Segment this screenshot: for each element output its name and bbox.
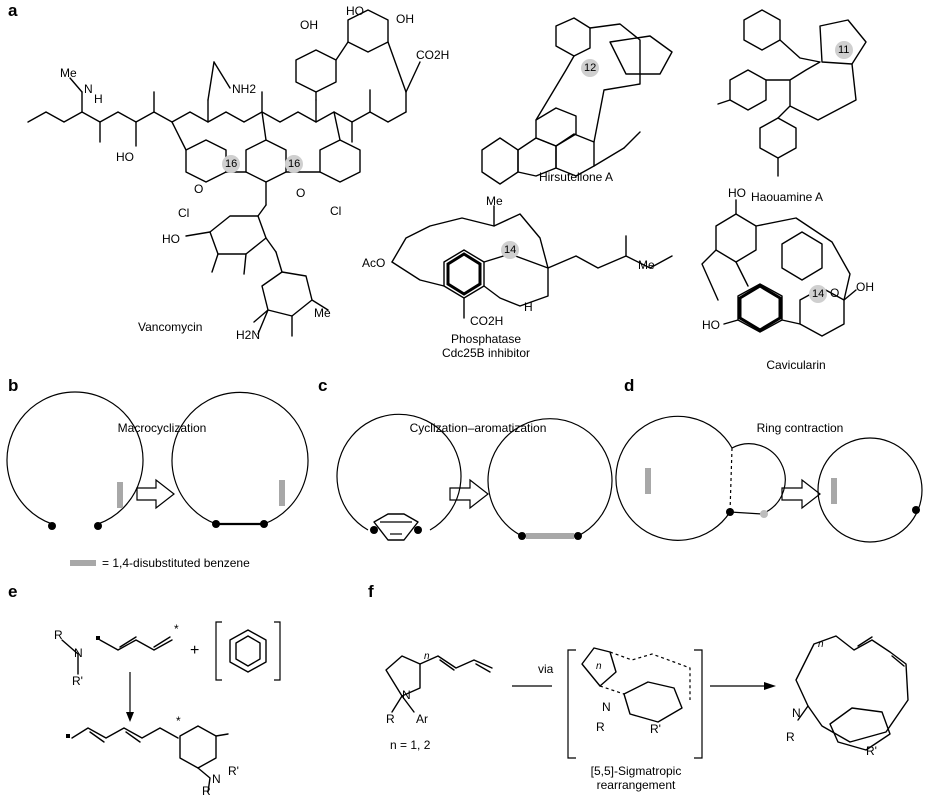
- atom-label: Cl: [178, 206, 190, 220]
- ring-size-label: 14: [812, 288, 825, 300]
- ring-size-label: 11: [838, 44, 850, 56]
- atom-label: R': [72, 674, 83, 688]
- ring-size-label: 16: [225, 158, 238, 170]
- rearrangement-caption-line2: rearrangement: [596, 778, 676, 792]
- ring-size-label: 16: [288, 158, 301, 170]
- atom-label: R: [202, 784, 211, 798]
- star-marker: *: [174, 622, 179, 636]
- atom-label: R: [596, 720, 605, 734]
- atom-label: OH: [856, 280, 874, 294]
- panel-d-title: Ring contraction: [756, 421, 844, 435]
- panel-b-schematic: [6, 391, 309, 566]
- ring-size-badge: [222, 155, 240, 173]
- atom-label: Cl: [330, 204, 342, 218]
- plus-sign: +: [190, 642, 200, 659]
- atom-label: H2N: [236, 328, 261, 342]
- cavicularin-structure: [701, 199, 857, 337]
- panel-b-title: Macrocyclization: [117, 421, 207, 435]
- hirsutellone-structure: [481, 17, 673, 185]
- atom-label: H: [94, 92, 103, 106]
- ring-size-badge: [285, 155, 303, 173]
- ring-size-label: 14: [504, 244, 517, 256]
- atom-label: NH2: [232, 82, 257, 96]
- right-arrow: [781, 478, 821, 510]
- panel-label-f: f: [368, 582, 374, 601]
- phosphatase-structure: [391, 205, 673, 319]
- compound-name-phosphatase-line2: Cdc25B inhibitor: [441, 346, 531, 360]
- atom-label: N: [84, 82, 93, 96]
- atom-label: R: [54, 628, 63, 642]
- atom-label: HO: [346, 4, 364, 18]
- atom-label: OH: [396, 12, 414, 26]
- panel-label-b: b: [8, 376, 19, 395]
- panel-c-schematic: [336, 413, 613, 541]
- atom-label: R: [386, 712, 395, 726]
- compound-name-phosphatase-line1: Phosphatase: [450, 332, 522, 346]
- atom-label: Me: [314, 306, 331, 320]
- ring-size-badge: [809, 285, 827, 303]
- ring-size-badge: [501, 241, 519, 259]
- atom-label: O: [830, 286, 840, 300]
- benzene-legend: = 1,4-disubstituted benzene: [102, 556, 250, 570]
- star-marker: *: [176, 714, 181, 728]
- atom-label: N: [602, 700, 611, 714]
- compound-name-haouamine: Haouamine A: [750, 190, 824, 204]
- ring-size-badge: [835, 41, 853, 59]
- atom-label: R': [228, 764, 239, 778]
- panel-c-title: Cyclization–aromatization: [409, 421, 547, 435]
- atom-label: n: [424, 651, 430, 662]
- atom-label: O: [194, 182, 204, 196]
- haouamine-structure: [717, 9, 867, 177]
- vancomycin-structure: [27, 9, 421, 337]
- ring-size-badge: [581, 59, 599, 77]
- atom-label: R: [786, 730, 795, 744]
- panel-label-e: e: [8, 582, 18, 601]
- right-arrow: [449, 478, 489, 510]
- compound-name-hirsutellone: Hirsutellone A: [538, 170, 614, 184]
- atom-label: N: [74, 646, 83, 660]
- atom-label: HO: [702, 318, 720, 332]
- atom-label: HO: [162, 232, 180, 246]
- atom-label: R': [650, 722, 661, 736]
- atom-label: HO: [728, 186, 746, 200]
- atom-label: CO2H: [416, 48, 450, 62]
- compound-name-cavicularin: Cavicularin: [766, 358, 826, 372]
- atom-label: n: [596, 661, 602, 672]
- right-arrow: [764, 682, 776, 690]
- atom-label: Ar: [416, 712, 428, 726]
- via-label: via: [538, 662, 554, 676]
- atom-label: R': [866, 744, 877, 758]
- atom-label: N: [402, 688, 411, 702]
- atom-label: Me: [638, 258, 655, 272]
- panel-label-c: c: [318, 376, 328, 395]
- atom-label: N: [212, 772, 221, 786]
- atom-label: n: [818, 639, 824, 650]
- panel-f-scheme: [385, 635, 909, 759]
- atom-label: H: [524, 300, 533, 314]
- atom-label: O: [296, 186, 306, 200]
- n-condition-label: n = 1, 2: [390, 738, 431, 752]
- panel-label-a: a: [8, 1, 18, 20]
- atom-label: HO: [116, 150, 134, 164]
- compound-name-vancomycin: Vancomycin: [138, 320, 203, 334]
- panel-d-schematic: [615, 415, 923, 543]
- down-arrow: [126, 712, 134, 722]
- ring-size-label: 12: [584, 62, 597, 74]
- atom-label: Me: [486, 194, 503, 208]
- atom-label: OH: [300, 18, 318, 32]
- atom-label: N: [792, 706, 801, 720]
- atom-label: AcO: [362, 256, 386, 270]
- right-arrow: [136, 478, 175, 510]
- panel-label-d: d: [624, 376, 635, 395]
- rearrangement-caption-line1: [5,5]-Sigmatropic: [590, 764, 682, 778]
- atom-label: Me: [60, 66, 77, 80]
- atom-label: CO2H: [470, 314, 504, 328]
- panel-e-scheme: [61, 621, 281, 793]
